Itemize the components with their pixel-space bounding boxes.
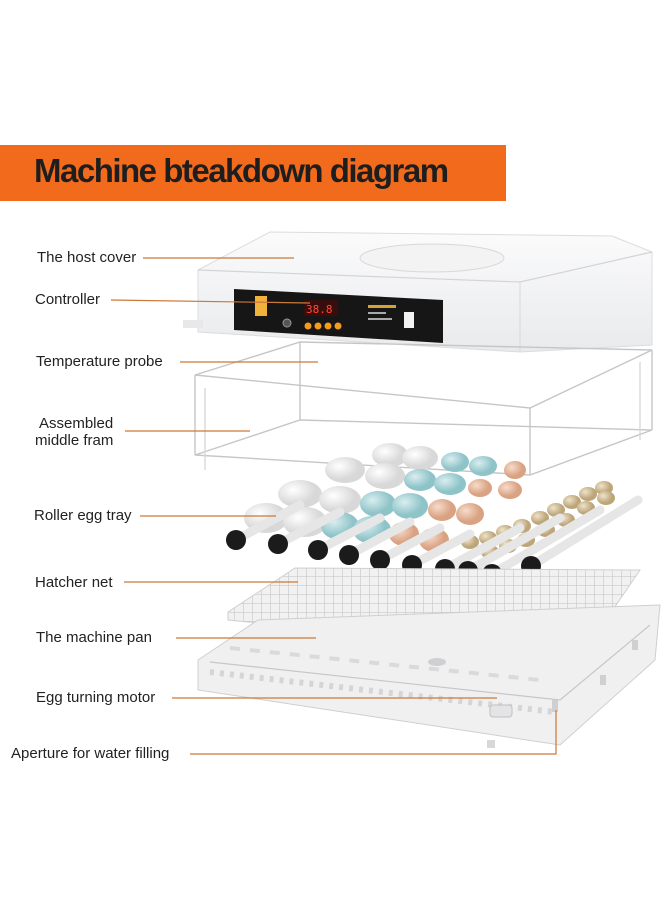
roller-egg-tray-part	[226, 443, 643, 584]
label-temperature-probe: Temperature probe	[36, 353, 163, 370]
label-middle-frame-line1: Assembled	[39, 415, 114, 432]
machine-pan-part	[197, 604, 661, 748]
label-middle-frame-line2: middle fram	[35, 432, 114, 449]
label-machine-pan: The machine pan	[36, 629, 152, 646]
label-controller: Controller	[35, 291, 101, 308]
leader-controller	[110, 299, 311, 304]
title-banner	[0, 145, 506, 201]
label-water-aperture: Aperture for water filling	[11, 745, 170, 762]
leader-lines	[110, 257, 557, 755]
label-host-cover: The host cover	[37, 249, 137, 266]
label-hatcher-net: Hatcher net	[35, 574, 113, 591]
diagram-title: Machine bteakdown diagram	[34, 152, 449, 189]
leader-water-aperture	[190, 710, 557, 755]
label-roller-egg-tray: Roller egg tray	[34, 507, 132, 524]
svg-text:38.8: 38.8	[306, 303, 333, 316]
label-egg-turning-motor: Egg turning motor	[36, 689, 156, 706]
